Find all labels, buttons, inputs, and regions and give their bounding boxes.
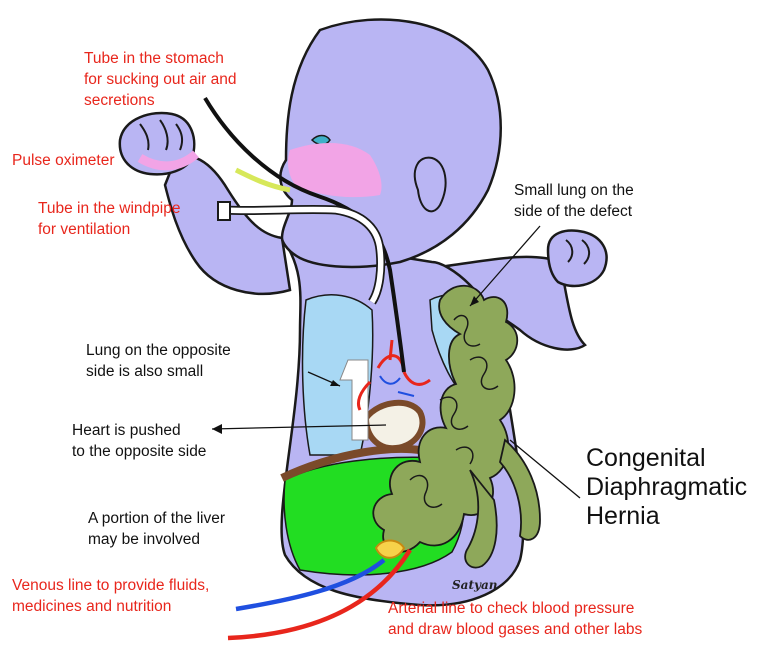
stomach-tube-label-line-3: secretions bbox=[84, 90, 237, 111]
liver-label-line-2: may be involved bbox=[88, 529, 225, 550]
venous-line-label-line-1: Venous line to provide fluids, bbox=[12, 575, 209, 596]
stomach-tube-label-line-1: Tube in the stomach bbox=[84, 48, 237, 69]
arterial-line-label-line-2: and draw blood gases and other labs bbox=[388, 619, 642, 640]
opposite-lung-label: Lung on the opposite side is also small bbox=[86, 340, 231, 382]
arterial-line-label-line-1: Arterial line to check blood pressure bbox=[388, 598, 642, 619]
heart-label: Heart is pushed to the opposite side bbox=[72, 420, 206, 462]
opposite-lung-label-line-1: Lung on the opposite bbox=[86, 340, 231, 361]
pulse-oximeter-label: Pulse oximeter bbox=[12, 150, 115, 171]
liver-label-line-1: A portion of the liver bbox=[88, 508, 225, 529]
windpipe-tube-connector bbox=[218, 202, 230, 220]
title-line-1: Congenital bbox=[586, 444, 747, 473]
small-lung-label: Small lung on the side of the defect bbox=[514, 180, 634, 222]
title-line-2: Diaphragmatic bbox=[586, 473, 747, 502]
heart-label-line-1: Heart is pushed bbox=[72, 420, 206, 441]
stomach-tube-label-line-2: for sucking out air and bbox=[84, 69, 237, 90]
small-lung-label-line-2: side of the defect bbox=[514, 201, 634, 222]
arterial-line-label: Arterial line to check blood pressure an… bbox=[388, 598, 642, 640]
venous-line-label: Venous line to provide fluids, medicines… bbox=[12, 575, 209, 617]
pulse-oximeter-label-line-1: Pulse oximeter bbox=[12, 150, 115, 171]
liver-label: A portion of the liver may be involved bbox=[88, 508, 225, 550]
opposite-lung-label-line-2: side is also small bbox=[86, 361, 231, 382]
windpipe-tube-label-line-2: for ventilation bbox=[38, 219, 180, 240]
title-line-3: Hernia bbox=[586, 502, 747, 531]
windpipe-tube-label-line-1: Tube in the windpipe bbox=[38, 198, 180, 219]
artist-signature: Satyan bbox=[452, 578, 497, 592]
windpipe-tube-label: Tube in the windpipe for ventilation bbox=[38, 198, 180, 240]
diagram-title: Congenital Diaphragmatic Hernia bbox=[586, 444, 747, 531]
venous-line-label-line-2: medicines and nutrition bbox=[12, 596, 209, 617]
heart-label-line-2: to the opposite side bbox=[72, 441, 206, 462]
stomach-tube-label: Tube in the stomach for sucking out air … bbox=[84, 48, 237, 111]
small-lung-label-line-1: Small lung on the bbox=[514, 180, 634, 201]
